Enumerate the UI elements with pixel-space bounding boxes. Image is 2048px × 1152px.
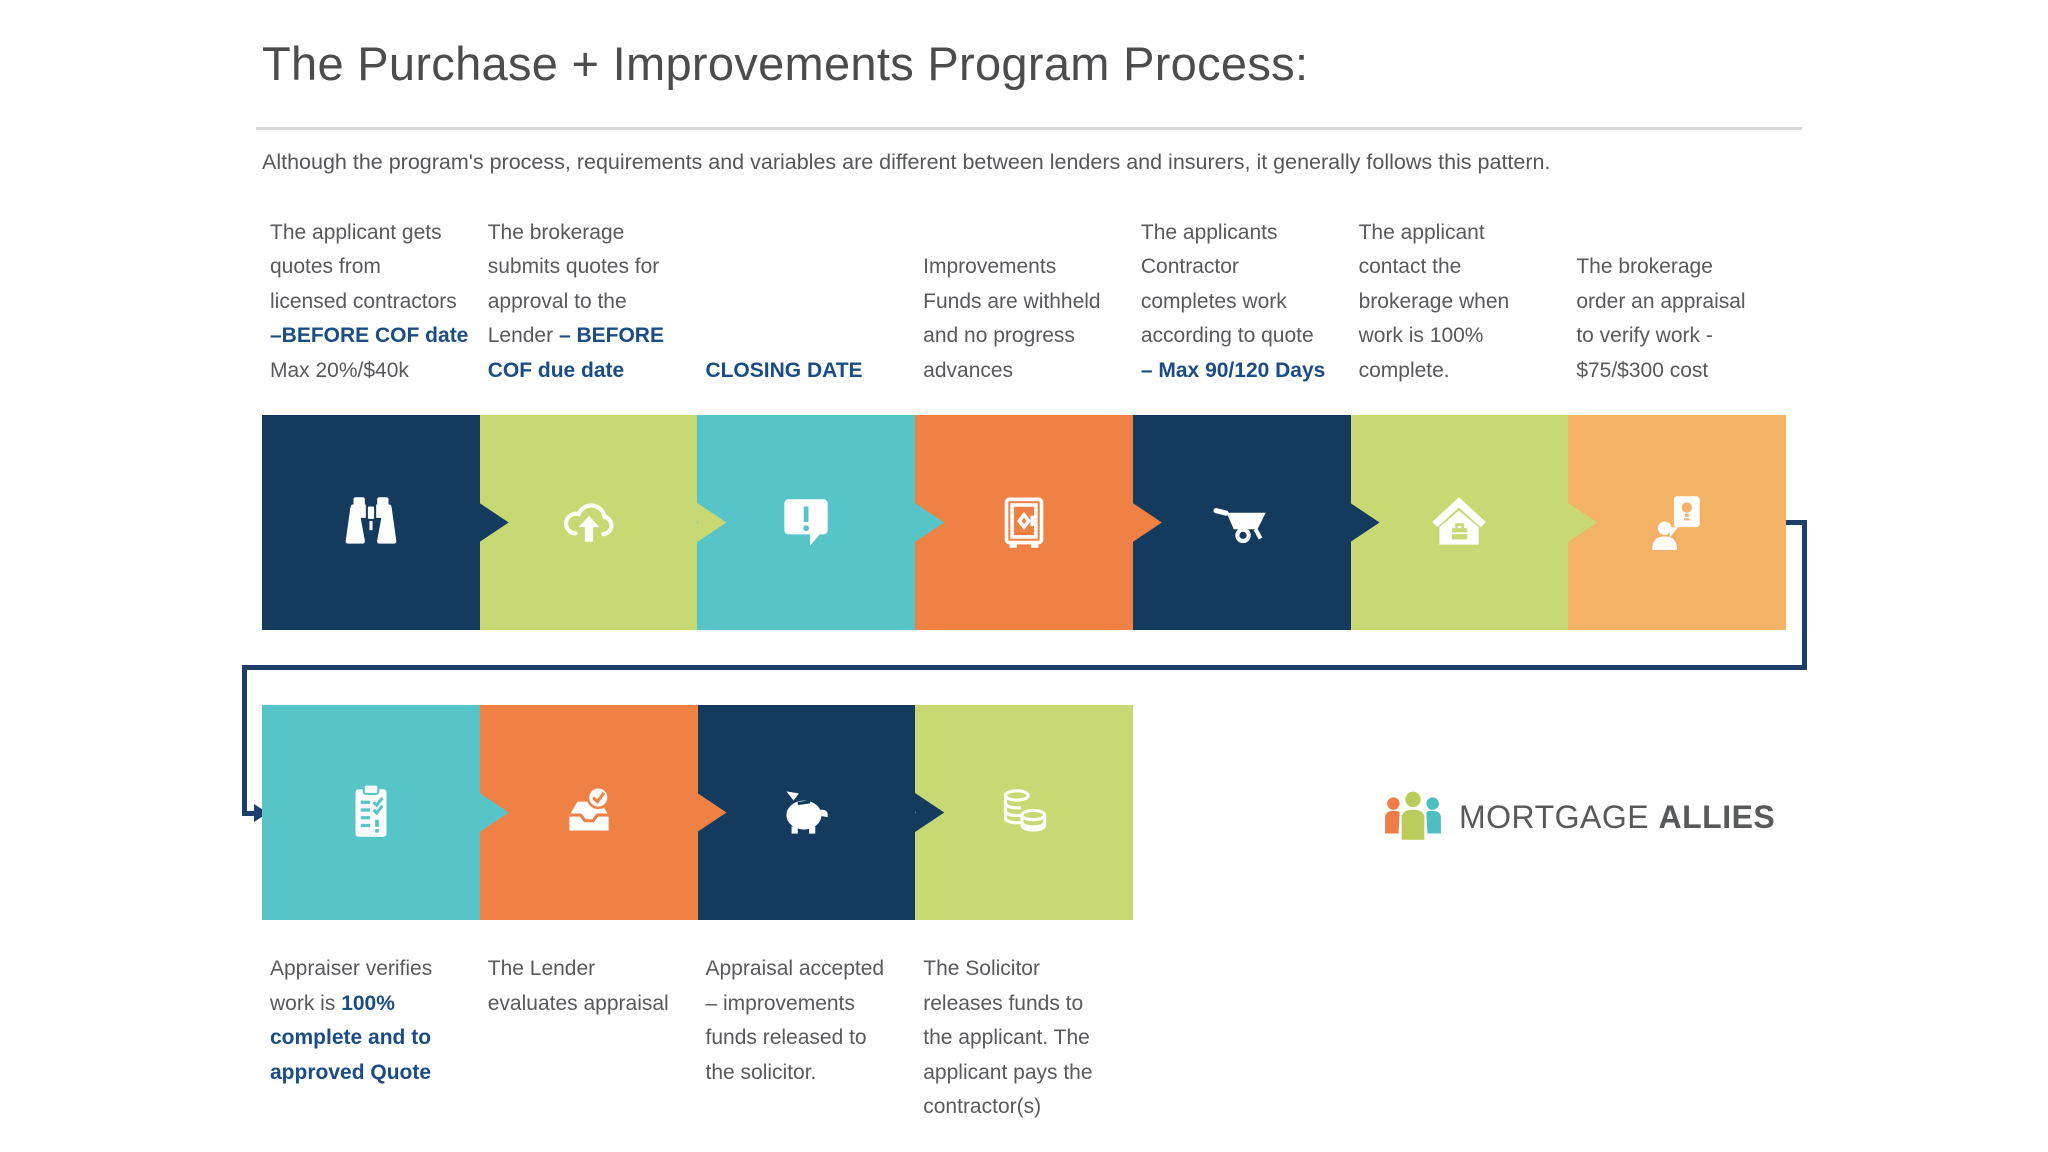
checklist-icon xyxy=(338,780,404,846)
step-label-line: advances xyxy=(923,358,1014,382)
step-label-line: contractor(s) xyxy=(923,1095,1042,1118)
page-title: The Purchase + Improvements Program Proc… xyxy=(262,37,1309,90)
step-label-submit-quotes: The brokerage submits quotes for approval … xyxy=(480,178,698,415)
top-step-labels: The applicant gets quotes from licensed co… xyxy=(262,178,1786,415)
process-block-pay-contractors xyxy=(915,705,1133,920)
process-row-top xyxy=(262,415,1787,630)
approved-inbox-icon xyxy=(556,780,622,846)
step-label-line: Improvements xyxy=(923,255,1057,278)
step-label-line: COF due date xyxy=(487,358,625,382)
consultation-icon xyxy=(1644,490,1710,556)
coins-icon xyxy=(991,780,1057,846)
step-label-line: Lender – BEFORE xyxy=(487,324,664,347)
step-label-line: the applicant. The xyxy=(923,1026,1090,1049)
step-label-line: CLOSING DATE xyxy=(705,358,863,382)
step-label-line: approved Quote xyxy=(270,1060,432,1084)
step-label-line: complete and to xyxy=(270,1026,432,1049)
step-label-line: licensed contractors xyxy=(270,289,457,313)
step-label-evaluate-appraisal: The Lender evaluates appraisal xyxy=(480,952,698,1125)
step-label-line: –BEFORE COF date xyxy=(270,324,469,347)
bottom-step-labels: Appraiser verifies work is 100% complete a… xyxy=(262,952,1133,1125)
step-label-line: order an appraisal xyxy=(1576,289,1746,313)
step-label-funds-to-solicitor: Appraisal accepted – improvements funds re… xyxy=(698,952,916,1125)
step-label-contact-brokerage: The applicant contact the brokerage when wo… xyxy=(1351,178,1569,415)
step-label-line: Max 20%/$40k xyxy=(270,358,409,382)
step-label-line: the solicitor. xyxy=(705,1060,817,1084)
step-label-line: and no progress xyxy=(923,324,1075,347)
step-label-closing-date: CLOSING DATE xyxy=(697,178,915,415)
step-label-line: The Solicitor xyxy=(923,957,1040,980)
process-block-order-appraisal xyxy=(1568,415,1787,630)
step-label-line: approval to the xyxy=(487,289,627,313)
connector-line xyxy=(1802,520,1807,670)
process-block-find-contractors xyxy=(262,415,509,630)
step-label-line: completes work xyxy=(1140,289,1287,313)
logo-word-allies: ALLIES xyxy=(1658,798,1776,835)
mortgage-allies-logo: MORTGAGE ALLIES xyxy=(1382,788,1775,846)
step-label-find-contractors: The applicant gets quotes from licensed co… xyxy=(262,178,480,415)
cloud-upload-icon xyxy=(556,490,622,556)
step-label-line: evaluates appraisal xyxy=(487,991,669,1015)
step-label-line: funds released to xyxy=(705,1026,867,1049)
step-label-line: complete. xyxy=(1358,358,1450,382)
step-label-line: Contractor xyxy=(1140,255,1239,278)
step-label-line: work is 100% xyxy=(1358,324,1484,347)
subtitle: Although the program's process, requirem… xyxy=(262,150,1551,174)
step-label-pay-contractors: The Solicitor releases funds to the applic… xyxy=(915,952,1133,1125)
step-label-line: submits quotes for xyxy=(487,255,660,278)
piggy-bank-icon xyxy=(773,780,839,846)
wheelbarrow-icon xyxy=(1209,490,1275,556)
connector-line xyxy=(245,811,255,816)
step-label-line: applicant pays the xyxy=(923,1060,1093,1084)
step-label-line: quotes from xyxy=(270,255,381,278)
binoculars-icon xyxy=(338,490,404,556)
step-label-line: – improvements xyxy=(705,991,855,1015)
safe-icon xyxy=(991,490,1057,556)
process-block-evaluate-appraisal xyxy=(479,705,727,920)
people-icon xyxy=(1385,791,1441,840)
process-block-verify-work xyxy=(262,705,509,920)
connector-line xyxy=(242,665,1807,670)
logo-word-mortgage: MORTGAGE xyxy=(1459,798,1650,835)
connector-line xyxy=(242,665,247,816)
house-renovation-icon xyxy=(1426,490,1492,556)
step-label-line: $75/$300 cost xyxy=(1576,358,1709,382)
logo-wordmark: MORTGAGE ALLIES xyxy=(1459,799,1775,836)
step-label-line: The brokerage xyxy=(487,220,625,244)
step-label-line: The applicant gets xyxy=(270,220,442,244)
process-row-bottom xyxy=(262,705,1133,920)
process-block-closing-date xyxy=(697,415,945,630)
step-label-line: contact the xyxy=(1358,255,1462,278)
step-label-order-appraisal: The brokerage order an appraisal to verify… xyxy=(1568,178,1786,415)
process-block-funds-to-solicitor xyxy=(697,705,945,920)
step-label-line: The applicants xyxy=(1140,220,1278,244)
message-exclamation-icon xyxy=(773,490,839,556)
process-block-contact-brokerage xyxy=(1350,415,1598,630)
step-label-line: brokerage when xyxy=(1358,289,1510,313)
step-label-line: Funds are withheld xyxy=(923,289,1101,313)
step-label-verify-work: Appraiser verifies work is 100% complete a… xyxy=(262,952,480,1125)
step-label-line: Appraiser verifies xyxy=(270,957,433,980)
process-block-submit-quotes xyxy=(479,415,727,630)
title-divider xyxy=(256,127,1802,130)
step-label-line: to verify work - xyxy=(1576,324,1713,347)
process-block-work-completed xyxy=(1132,415,1380,630)
process-block-funds-withheld xyxy=(915,415,1162,630)
step-label-line: The applicant xyxy=(1358,220,1485,244)
step-label-line: The Lender xyxy=(487,957,596,980)
step-label-line: Appraisal accepted xyxy=(705,957,885,980)
step-label-line: The brokerage xyxy=(1576,255,1713,278)
step-label-line: according to quote xyxy=(1140,324,1314,347)
step-label-line: – Max 90/120 Days xyxy=(1140,358,1326,382)
step-label-line: releases funds to xyxy=(923,991,1084,1015)
step-label-line: work is 100% xyxy=(270,991,395,1015)
connector-line xyxy=(1786,520,1807,525)
